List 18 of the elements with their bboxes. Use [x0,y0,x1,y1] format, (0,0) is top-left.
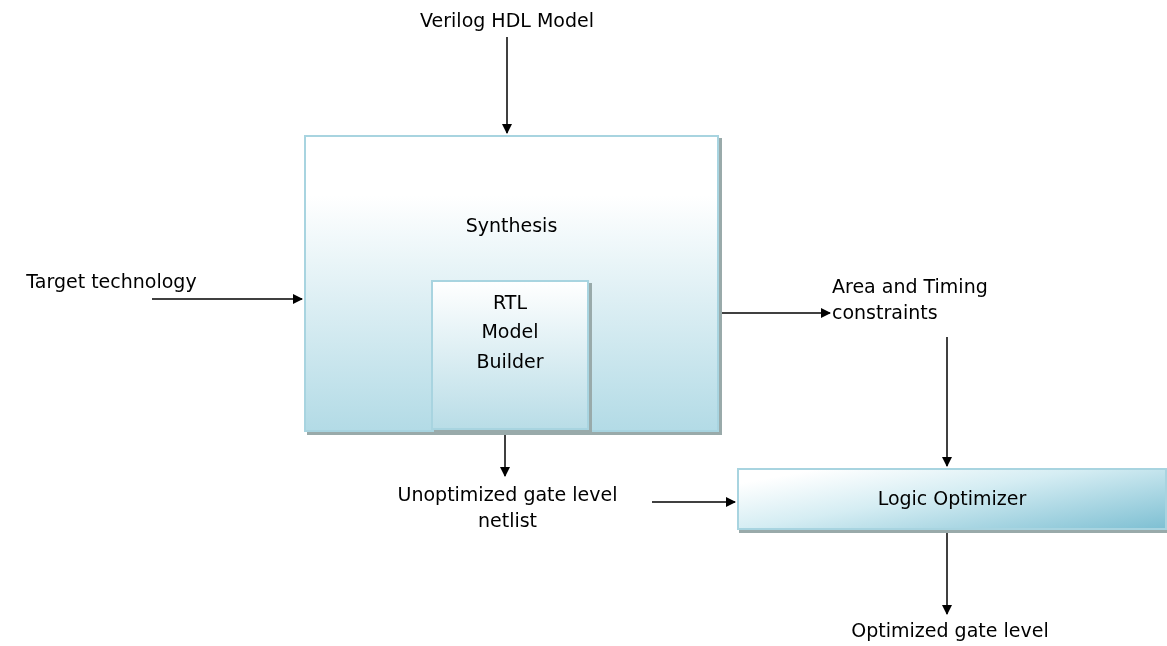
arrow [942,530,952,615]
node-text: Optimized gate level [851,618,1049,644]
node-text: Synthesis [465,213,558,238]
arrow [500,432,510,477]
process-box [737,468,1167,530]
arrow [942,336,952,467]
node-text: Target technology [26,269,197,295]
arrow [720,308,831,318]
arrow [502,36,512,134]
node-text: Verilog HDL Model [420,8,594,34]
node-text: RTL Model Builder [475,290,545,374]
process-box [431,280,589,430]
arrow [151,294,303,304]
node-text: Logic Optimizer [877,486,1027,512]
process-box [304,135,719,432]
node-text: Area and Timing constraints [832,274,989,325]
arrow [651,497,736,507]
node-text: Unoptimized gate level netlist [396,482,619,533]
